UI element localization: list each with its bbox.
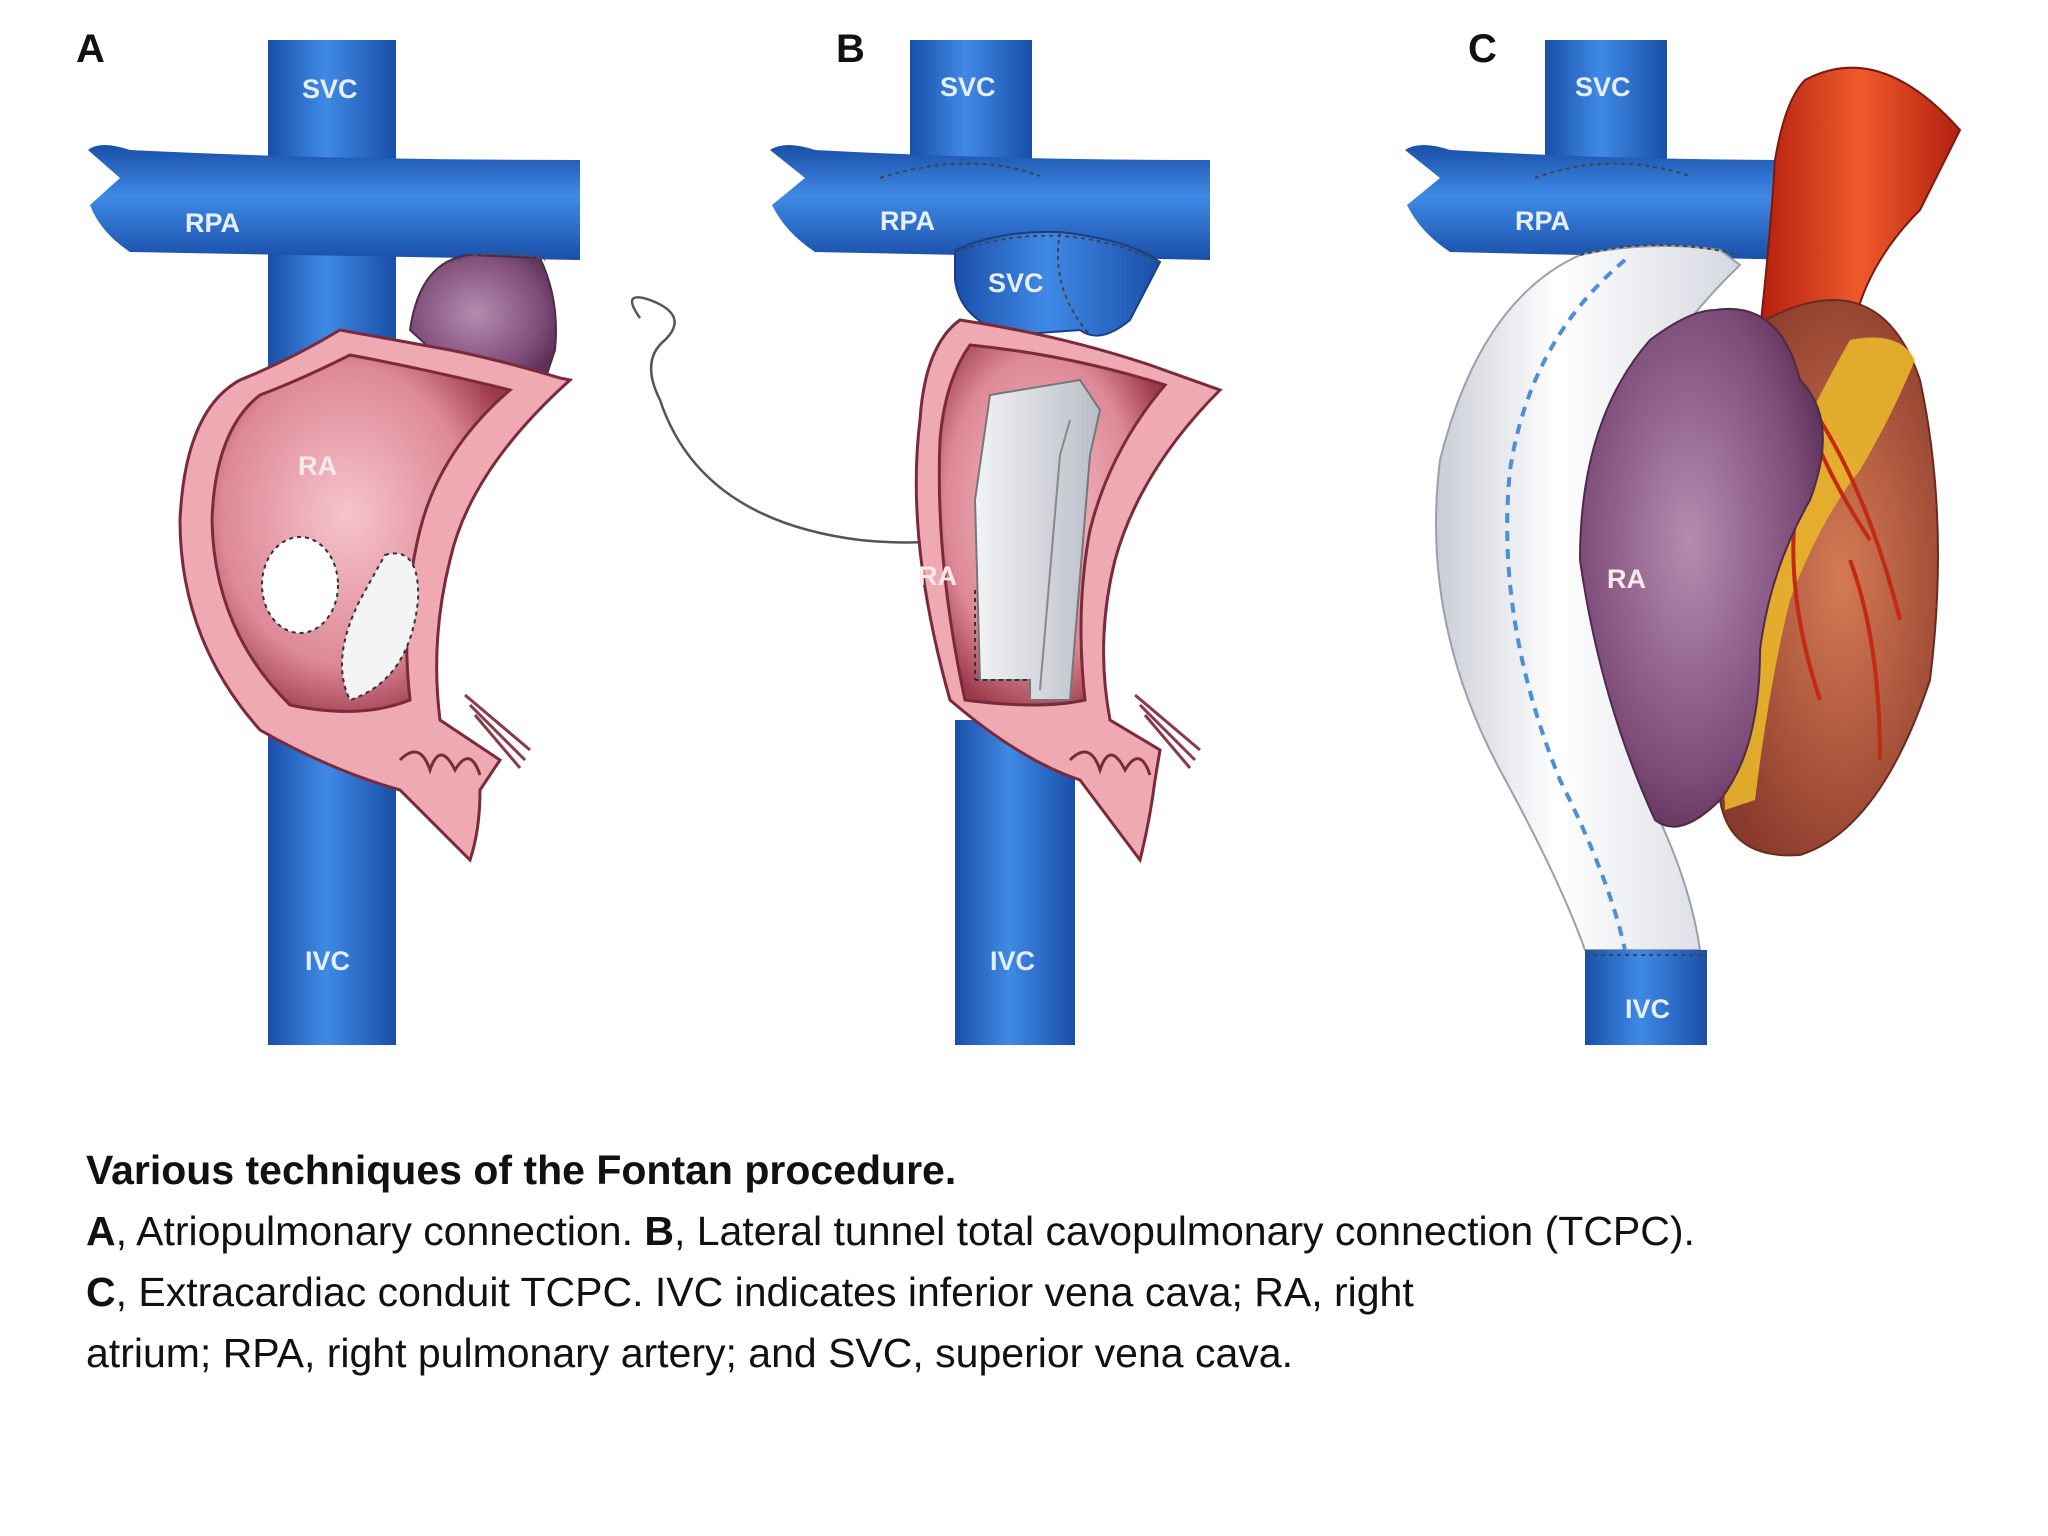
label-ivc-a: IVC — [305, 946, 350, 976]
caption-title: Various techniques of the Fontan procedu… — [86, 1147, 957, 1193]
septal-patch-a — [261, 536, 339, 634]
svc-vessel-b — [910, 40, 1032, 170]
label-svc-c: SVC — [1575, 72, 1631, 102]
label-rpa-c: RPA — [1515, 206, 1570, 236]
svc-vessel-c — [1545, 40, 1667, 170]
label-rpa-b: RPA — [880, 206, 935, 236]
caption-b-letter: B — [644, 1208, 674, 1254]
label-ivc-b: IVC — [990, 946, 1035, 976]
ivc-vessel-c — [1585, 950, 1707, 1045]
rpa-vessel-a — [88, 145, 580, 260]
caption-c-letter: C — [86, 1269, 116, 1315]
caption-a-letter: A — [86, 1208, 116, 1254]
rpa-vessel-b — [770, 145, 1210, 260]
caption-b-text: , Lateral tunnel total cavopulmonary con… — [673, 1208, 1695, 1254]
rpa-vessel-c — [1405, 145, 1800, 260]
caption-c-text: , Extracardiac conduit TCPC. IVC indicat… — [115, 1269, 1414, 1315]
panel-letter-c: C — [1468, 27, 1497, 71]
fontan-diagram: A SVC RPA RA IVC B — [76, 27, 1962, 1045]
caption-line3: atrium; RPA, right pulmonary artery; and… — [86, 1330, 1293, 1376]
fat-c — [1724, 337, 1915, 810]
caption-a-text: , Atriopulmonary connection. — [115, 1208, 645, 1254]
panel-c: C SVC RPA RA IVC — [1405, 27, 1962, 1045]
label-ra-a: RA — [298, 451, 337, 481]
label-svc-b: SVC — [940, 72, 996, 102]
valve-patch-a — [341, 552, 420, 702]
right-atrium-c — [1578, 307, 1824, 828]
label-rpa-a: RPA — [185, 208, 240, 238]
label-svc-a: SVC — [302, 74, 358, 104]
label-ra-c: RA — [1607, 564, 1646, 594]
tunnel-baffle-b — [973, 378, 1102, 701]
figure-caption: Various techniques of the Fontan procedu… — [86, 1140, 1986, 1384]
panel-letter-b: B — [836, 27, 865, 71]
aorta-c — [1758, 66, 1962, 332]
svc-lower-b — [954, 230, 1162, 337]
panel-b: B SVC RPA SVC RA IVC — [770, 27, 1223, 1045]
label-svc2-b: SVC — [988, 268, 1044, 298]
label-ivc-c: IVC — [1625, 994, 1670, 1024]
panel-letter-a: A — [76, 27, 105, 71]
label-ra-b: RA — [918, 561, 957, 591]
ivc-vessel-b — [955, 720, 1075, 1045]
panel-a: A SVC RPA RA IVC — [76, 27, 580, 1045]
